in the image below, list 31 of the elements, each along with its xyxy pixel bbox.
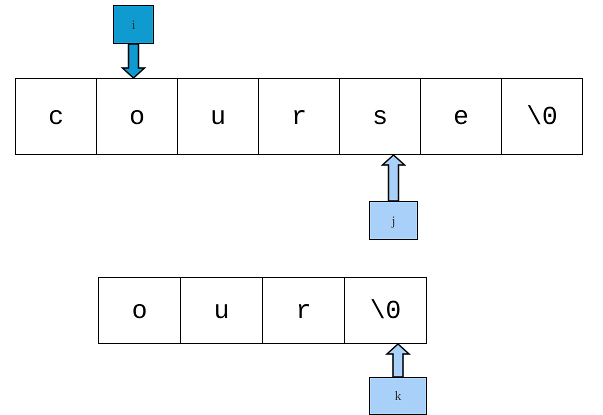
array-cell	[177, 78, 259, 155]
array-cell	[339, 78, 421, 155]
character: \0	[526, 102, 558, 132]
array-cell	[420, 78, 502, 155]
character: o	[129, 102, 145, 132]
character: o	[132, 296, 148, 326]
character: u	[214, 296, 230, 326]
array-cell	[344, 277, 427, 344]
index-label: k	[394, 388, 402, 404]
array-cell	[15, 78, 97, 155]
index-label: j	[392, 212, 396, 228]
character: r	[291, 102, 307, 132]
pointer-box	[369, 377, 427, 415]
character: u	[210, 102, 226, 132]
index-label: i	[132, 16, 136, 32]
character: e	[453, 102, 469, 132]
block-arrow	[380, 154, 406, 202]
block-arrow	[385, 342, 411, 378]
array-cell	[258, 78, 340, 155]
pointer-box	[113, 5, 154, 44]
pointer-box	[369, 201, 418, 240]
character: c	[48, 102, 64, 132]
array-cell	[262, 277, 345, 344]
array-cell	[180, 277, 263, 344]
character: s	[372, 102, 388, 132]
array-cell	[501, 78, 583, 155]
array-cell	[98, 277, 181, 344]
block-arrow	[120, 43, 146, 80]
character: \0	[370, 296, 402, 326]
character: r	[296, 296, 312, 326]
array-cell	[96, 78, 178, 155]
